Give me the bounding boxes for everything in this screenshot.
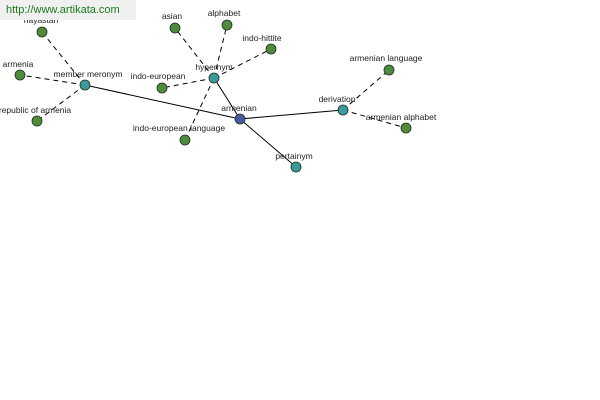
edge-member-meronym-to-hayastan — [41, 31, 86, 86]
node-label-indo-european-language: indo-european language — [133, 123, 225, 133]
node-alphabet[interactable]: alphabet — [208, 8, 241, 31]
node-republic-of-armenia[interactable]: republic of armenia — [0, 105, 71, 127]
node-label-member-meronym: member meronym — [54, 69, 123, 79]
node-label-pertainym: pertainym — [275, 151, 312, 161]
node-label-hayastan: hayastan — [24, 15, 59, 25]
node-armenian[interactable]: armenian — [221, 103, 257, 125]
node-label-republic-of-armenia: republic of armenia — [0, 105, 71, 115]
node-dot-hypernym[interactable] — [208, 72, 220, 84]
edge-armenian-to-derivation — [239, 109, 344, 120]
node-dot-member-meronym[interactable] — [79, 79, 91, 91]
edge-armenian-to-pertainym — [239, 118, 297, 168]
node-label-alphabet: alphabet — [208, 8, 241, 18]
node-member-meronym[interactable]: member meronym — [54, 69, 123, 91]
node-dot-pertainym[interactable] — [290, 161, 302, 173]
node-derivation[interactable]: derivation — [319, 94, 356, 116]
node-hayastan[interactable]: hayastan — [24, 15, 59, 38]
edge-hypernym-to-indo-hittite — [213, 48, 272, 79]
node-dot-derivation[interactable] — [337, 104, 349, 116]
node-dot-armenian-language[interactable] — [383, 64, 395, 76]
node-dot-alphabet[interactable] — [221, 19, 233, 31]
edge-hypernym-to-alphabet — [213, 24, 228, 79]
nodes-layer: armenian member meronym hypernym derivation… — [0, 8, 437, 173]
node-label-derivation: derivation — [319, 94, 356, 104]
edges-layer — [19, 24, 407, 168]
edge-hypernym-to-indo-european-language — [184, 77, 215, 141]
node-dot-hayastan[interactable] — [36, 26, 48, 38]
node-indo-hittite[interactable]: indo-hittite — [242, 33, 282, 55]
edge-member-meronym-to-republic-of-armenia — [36, 84, 86, 122]
node-dot-indo-european[interactable] — [156, 82, 168, 94]
edge-hypernym-to-asian — [174, 27, 215, 79]
node-armenia[interactable]: armenia — [3, 59, 34, 81]
node-label-asian: asian — [162, 11, 183, 21]
node-label-armenia: armenia — [3, 59, 34, 69]
node-armenian-language[interactable]: armenian language — [350, 53, 423, 76]
watermark-link[interactable]: http://www.artikata.com — [0, 0, 136, 20]
node-dot-armenia[interactable] — [14, 69, 26, 81]
node-dot-indo-european-language[interactable] — [179, 134, 191, 146]
node-dot-armenian-alphabet[interactable] — [400, 122, 412, 134]
node-label-armenian: armenian — [221, 103, 257, 113]
edge-armenian-to-hypernym — [213, 77, 241, 120]
node-dot-asian[interactable] — [169, 22, 181, 34]
edge-member-meronym-to-armenia — [19, 74, 86, 86]
edge-derivation-to-armenian-alphabet — [342, 109, 407, 129]
node-pertainym[interactable]: pertainym — [275, 151, 313, 173]
node-armenian-alphabet[interactable]: armenian alphabet — [366, 112, 437, 134]
edge-derivation-to-armenian-language — [342, 69, 390, 111]
node-hypernym[interactable]: hypernym — [195, 62, 233, 84]
node-label-hypernym: hypernym — [195, 62, 232, 72]
node-label-armenian-language: armenian language — [350, 53, 423, 63]
node-label-indo-hittite: indo-hittite — [242, 33, 281, 43]
node-dot-armenian[interactable] — [234, 113, 246, 125]
node-indo-european-language[interactable]: indo-european language — [133, 123, 225, 146]
node-label-armenian-alphabet: armenian alphabet — [366, 112, 437, 122]
node-label-indo-european: indo-european — [131, 71, 186, 81]
node-indo-european[interactable]: indo-european — [131, 71, 186, 94]
node-dot-indo-hittite[interactable] — [265, 43, 277, 55]
edge-armenian-to-member-meronym — [84, 84, 241, 120]
node-asian[interactable]: asian — [162, 11, 183, 34]
node-dot-republic-of-armenia[interactable] — [31, 115, 43, 127]
